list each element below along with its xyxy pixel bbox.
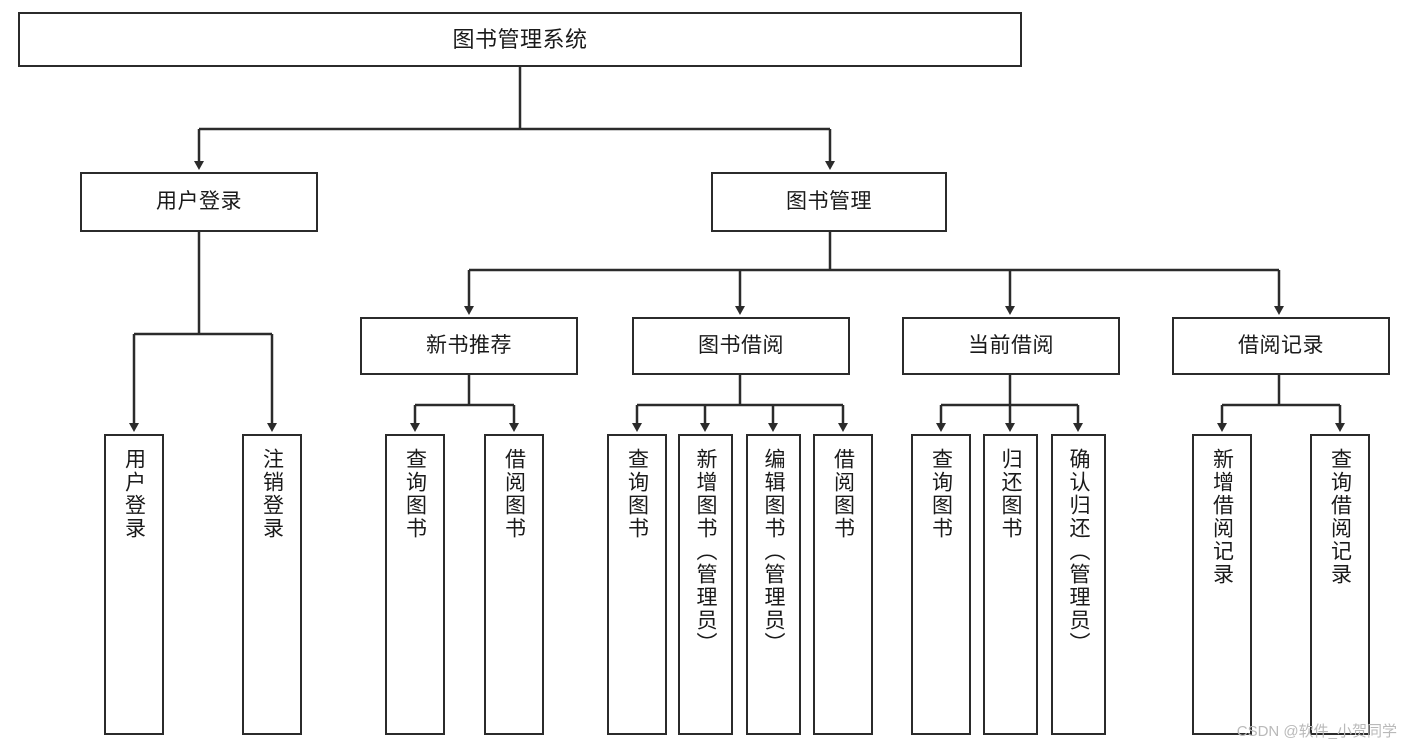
leaf-new-book-query[interactable]: 查询图书 — [385, 434, 445, 735]
csdn-watermark: CSDN @软件_小贺同学 — [1236, 723, 1397, 740]
leaf-borrow-query-book[interactable]: 查询图书 — [607, 434, 667, 735]
node-label: 查询图书 — [929, 448, 953, 540]
node-label: 借阅记录 — [1238, 333, 1324, 357]
node-label: 查询借阅记录 — [1328, 448, 1352, 586]
node-label: 归还图书 — [999, 448, 1022, 540]
node-book-management[interactable]: 图书管理 — [711, 172, 947, 232]
node-label: 新增借阅记录 — [1210, 448, 1234, 586]
node-label: 图书管理系统 — [452, 26, 588, 52]
node-label: 借阅图书 — [502, 448, 526, 540]
leaf-borrow-edit-book-admin[interactable]: 编辑图书（管理员） — [746, 434, 801, 735]
node-label: 查询图书 — [625, 448, 649, 540]
node-label: 用户登录 — [122, 448, 146, 540]
leaf-user-login-login[interactable]: 用户登录 — [104, 434, 164, 735]
node-new-book-recommend[interactable]: 新书推荐 — [360, 317, 578, 375]
node-user-login[interactable]: 用户登录 — [80, 172, 318, 232]
node-current-borrow[interactable]: 当前借阅 — [902, 317, 1120, 375]
leaf-current-query-book[interactable]: 查询图书 — [911, 434, 971, 735]
leaf-records-query-record[interactable]: 查询借阅记录 — [1310, 434, 1370, 735]
node-label: 注销登录 — [260, 448, 284, 540]
node-label: 新书推荐 — [426, 333, 512, 357]
node-label: 借阅图书 — [831, 448, 855, 540]
leaf-records-add-record[interactable]: 新增借阅记录 — [1192, 434, 1252, 735]
node-label: 新增图书（管理员） — [694, 448, 717, 655]
node-label: 确认归还（管理员） — [1067, 448, 1090, 655]
node-root-system[interactable]: 图书管理系统 — [18, 12, 1022, 67]
node-label: 图书管理 — [786, 189, 872, 213]
node-book-borrow[interactable]: 图书借阅 — [632, 317, 850, 375]
leaf-borrow-borrow-book[interactable]: 借阅图书 — [813, 434, 873, 735]
node-label: 图书借阅 — [698, 333, 784, 357]
leaf-current-confirm-return-admin[interactable]: 确认归还（管理员） — [1051, 434, 1106, 735]
node-label: 查询图书 — [403, 448, 427, 540]
node-borrow-records[interactable]: 借阅记录 — [1172, 317, 1390, 375]
node-label: 当前借阅 — [968, 333, 1054, 357]
leaf-new-book-borrow[interactable]: 借阅图书 — [484, 434, 544, 735]
leaf-current-return-book[interactable]: 归还图书 — [983, 434, 1038, 735]
leaf-user-login-logout[interactable]: 注销登录 — [242, 434, 302, 735]
node-label: 用户登录 — [156, 189, 242, 213]
leaf-borrow-add-book-admin[interactable]: 新增图书（管理员） — [678, 434, 733, 735]
node-label: 编辑图书（管理员） — [762, 448, 785, 655]
